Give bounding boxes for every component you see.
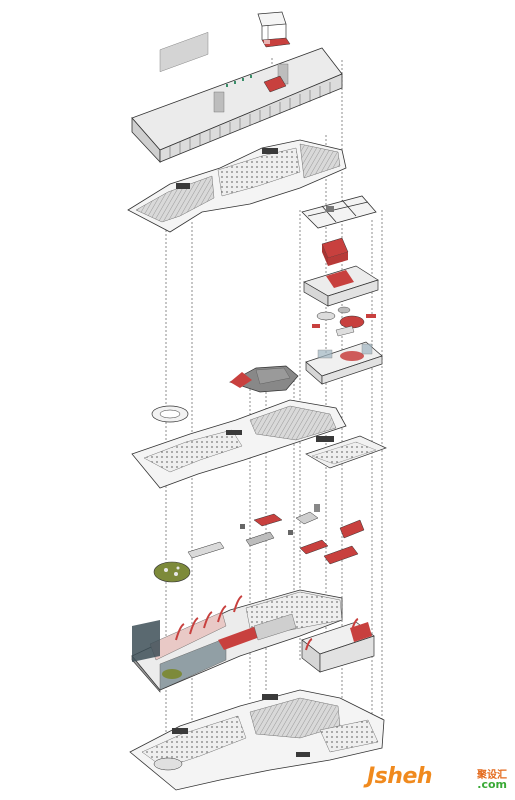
right-upper-frame (301, 195, 377, 229)
watermark-logo: Jsheh (367, 764, 433, 789)
right-furniture-layer (312, 306, 376, 337)
right-red-box (321, 237, 349, 266)
right-open-room (305, 341, 383, 385)
ground-floor-volume (131, 589, 343, 693)
floating-furniture (187, 504, 365, 565)
mid-red-roof (229, 365, 299, 393)
roof-pavilion (257, 11, 291, 48)
watermark-chinese: 聚设汇 (477, 770, 507, 781)
mid-floor-plan (131, 399, 387, 489)
top-floor-volume (131, 32, 343, 164)
spiral-stair-top (151, 405, 189, 423)
watermark-domain: .com (477, 778, 507, 791)
right-white-block (303, 265, 379, 307)
site-watermark: Jsheh 聚设汇 .com (367, 764, 507, 794)
ground-floor-plan (129, 689, 385, 791)
green-round-platform (153, 561, 191, 583)
roof-plan (127, 139, 347, 233)
ground-floor-right-volume (301, 618, 375, 673)
